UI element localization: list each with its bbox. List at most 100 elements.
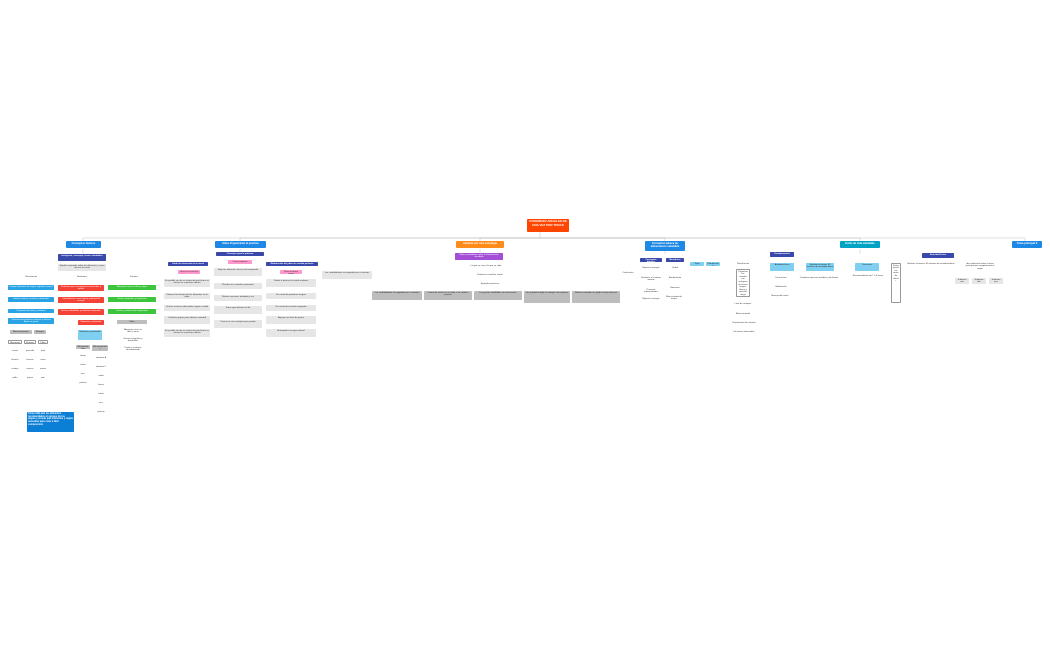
branch-tema-6[interactable]: Tema principal 6: [1012, 241, 1042, 248]
b1-side-item[interactable]: Frutas y verduras de temporada: [124, 346, 142, 350]
b1-grid-cell[interactable]: carnes: [11, 349, 19, 352]
b1-micro-item[interactable]: hierro: [98, 383, 104, 386]
b4-h3[interactable]: Tipos: [690, 262, 704, 266]
b2-col3-item[interactable]: Divide el plato en la mitad verduras: [266, 279, 316, 287]
b2-col2-tag[interactable]: Cómo empezar: [228, 260, 252, 264]
b1-vitamins-box[interactable]: Vitaminas y minerales: [78, 330, 102, 340]
b5-h3[interactable]: Descanso: [855, 263, 879, 271]
b2-col2-item[interactable]: Elige los alimentos frescos de temporada: [214, 268, 262, 276]
b6-item[interactable]: Subtema dos: [972, 278, 986, 284]
b6-item[interactable]: Subtema tres: [989, 278, 1003, 284]
b1-micro-item[interactable]: zinc: [99, 401, 103, 404]
b2-col3-item[interactable]: Acompaña con agua natural: [266, 329, 316, 337]
b1-micro-item[interactable]: calcio: [80, 363, 86, 366]
b2-col1-item[interactable]: Usa las raciones adecuadas según tu edad: [164, 305, 210, 311]
b4-h4[interactable]: Planificación: [706, 262, 720, 266]
b1-grid-cell[interactable]: nueces: [26, 367, 34, 370]
b1-micro-item[interactable]: potasio: [97, 410, 105, 413]
b1-grid-cell[interactable]: lácteos: [11, 358, 19, 361]
b1-col2-item[interactable]: Grasas saludables y vitaminas minerales: [58, 309, 104, 315]
b1-col3-item[interactable]: Alimentos ricos en fibra y agua: [108, 285, 156, 290]
b1-col3-item[interactable]: Granos integrales y legumbres: [108, 297, 156, 302]
b2-col3-item[interactable]: Un cuarto de cereales integrales: [266, 305, 316, 311]
b1-micro-item[interactable]: vitamina A: [95, 356, 107, 359]
b5-column-box[interactable]: Evitar pantallas antes de dormir: [891, 263, 901, 303]
b5-head-right[interactable]: Actividad física: [922, 253, 954, 258]
b1-col2-item[interactable]: Carbohidratos como fuente principal de e…: [58, 297, 104, 303]
b1-micro-item[interactable]: hierro: [80, 354, 86, 357]
b4-h2[interactable]: Beneficios: [666, 258, 684, 262]
b1-grid-cell[interactable]: Macronutrientes: [8, 340, 22, 344]
b3-item[interactable]: Los productos light no siempre son mejor…: [524, 291, 570, 303]
b2-col1-item[interactable]: Combina grupos para obtener variedad: [164, 316, 210, 324]
b1-micro-header[interactable]: Micronutrientes: [76, 345, 90, 349]
b1-grid-header[interactable]: Energía: [34, 330, 46, 334]
b5-h2[interactable]: Actividad física: [770, 263, 794, 271]
b1-micro-item[interactable]: zinc: [81, 372, 85, 375]
b2-col1-tag[interactable]: Guía en la práctica: [178, 270, 200, 274]
b2-col1-item[interactable]: Es posible ver de un vistazo de qué form…: [164, 279, 210, 287]
b5-left-item[interactable]: Manejo del estrés: [771, 294, 789, 297]
branch-estilo-vida[interactable]: Estilo de vida saludable: [840, 241, 880, 248]
b1-col2-item[interactable]: Proteínas que construyen los músculos y …: [58, 285, 104, 291]
b5-left-item[interactable]: Dormir bien: [775, 276, 787, 279]
b4-left-item[interactable]: Mejora la energía: [642, 297, 660, 300]
b5-right-desc[interactable]: Realizar al menos 30 minutos de activida…: [907, 262, 955, 265]
b1-grid-cell[interactable]: frijol: [40, 349, 45, 352]
b2-col2-item[interactable]: Cocina en casa siempre que puedas: [214, 320, 262, 328]
b1-fiber-box[interactable]: Fibra: [117, 320, 147, 324]
b2-col3-tag[interactable]: Plato del buen comer: [280, 270, 302, 274]
b2-col2-head[interactable]: Consejos para la práctica: [216, 252, 264, 256]
b1-grid-cell[interactable]: Energía: [24, 340, 36, 344]
b1-micro-header[interactable]: Micronutrientes: [92, 345, 108, 351]
b1-grid-cell[interactable]: avena: [40, 367, 46, 370]
branch-conceptos-basicos[interactable]: Conceptos básicos: [66, 241, 101, 248]
b5-mid-item[interactable]: Combinar ejercicio aeróbico y de fuerza: [799, 276, 839, 279]
b1-side-item[interactable]: Alimentos ricos en fibra y agua: [124, 328, 142, 332]
b1-grid-cell[interactable]: queso: [27, 376, 33, 379]
b1-micro-item[interactable]: calcio: [98, 392, 104, 395]
b3-item[interactable]: Los carbohidratos no engordan por sí mis…: [372, 291, 422, 300]
b1-col3-item[interactable]: Frutas y verduras de temporada: [108, 309, 156, 314]
b1-grid-cell[interactable]: pescado: [25, 349, 35, 352]
b6-note[interactable]: Idea adicional sobre el tema principal q…: [965, 262, 995, 270]
b1-grid-cell[interactable]: arroz: [40, 358, 46, 361]
b1-micro-item[interactable]: sodio: [98, 374, 104, 377]
root-topic[interactable]: CONGRESO ANUALES DE UNA VEZ POR TODAS: [527, 219, 569, 232]
b1-col1-item[interactable]: Incluye alimentos de origen vegetal y an…: [8, 285, 54, 290]
b1-col1-item[interactable]: Granos enteros cereales y derivados: [8, 297, 54, 302]
b4-right-item[interactable]: Bienestar: [670, 286, 680, 289]
b1-side-item[interactable]: Granos integrales y legumbres: [123, 337, 143, 341]
b2-col2-item[interactable]: Planifica tus comidas semanales: [214, 283, 262, 289]
b2-col1-item[interactable]: Es posible ver de un vistazo de qué form…: [164, 329, 210, 337]
b4-h4-label[interactable]: Planificación: [736, 262, 750, 265]
b3-line[interactable]: Lo que se cree y lo que se sabe: [470, 264, 502, 267]
b4-h1[interactable]: Conceptos básicos: [640, 258, 662, 262]
b5-mid-box[interactable]: Realizar al menos 30 minutos de activida…: [806, 263, 834, 271]
b2-col2-item[interactable]: Reduce azúcares añadidos y sal: [214, 295, 262, 301]
b3-line[interactable]: Ejemplos prácticos: [480, 282, 500, 285]
b1-micro-item[interactable]: potasio: [79, 381, 87, 384]
b1-grid-cell[interactable]: pollo: [12, 376, 18, 379]
b1-grid-cell[interactable]: Fibra: [38, 340, 48, 344]
b5-h1[interactable]: Complementos: [770, 252, 794, 257]
b3-item[interactable]: Las grasas saludables son necesarias: [474, 291, 522, 300]
b2-col3-item[interactable]: Un cuarto de proteínas magras: [266, 293, 316, 299]
b4-center-box[interactable]: Organizar las comidas con anticipación a…: [736, 269, 750, 297]
b3-line[interactable]: Evidencia científica actual: [477, 273, 503, 276]
b4-list-item[interactable]: Porciones adecuadas: [733, 330, 755, 333]
b4-left-item[interactable]: Previene enfermedades crónicas: [644, 288, 658, 292]
b4-list-item[interactable]: Preparación de comidas: [732, 321, 756, 324]
b1-note[interactable]: Cómo falta aún los alimentos recomendado…: [27, 412, 74, 432]
b1-grid-cell[interactable]: huevos: [26, 358, 34, 361]
b2-col2-item[interactable]: Toma agua durante el día: [214, 306, 262, 314]
b1-grid-cell[interactable]: aceites: [11, 367, 19, 370]
b4-right-item[interactable]: Mejor estado de ánimo: [666, 295, 682, 301]
b4-right-item[interactable]: Salud: [672, 266, 678, 269]
b3-head[interactable]: Mitos y realidades sobre la alimentación…: [455, 253, 503, 260]
b1-col1-item[interactable]: Consumo de frutas y verduras: [8, 309, 54, 313]
b1-col2-sub[interactable]: Vitaminas y minerales: [78, 320, 104, 325]
b2-col3-item[interactable]: Agrega una fruta de postre: [266, 316, 316, 324]
b3-item[interactable]: Comer de noche no es malo si se cuida la…: [424, 291, 472, 300]
b1-col1-title[interactable]: Clasificación: [24, 275, 38, 278]
